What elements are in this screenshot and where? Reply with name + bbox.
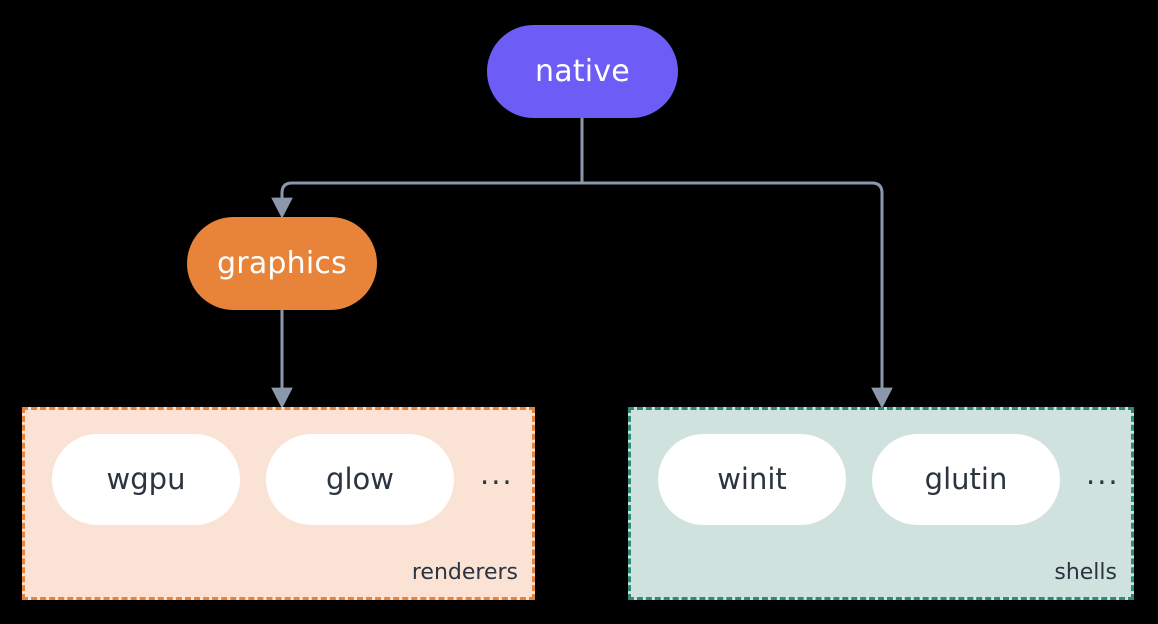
renderers-overflow-ellipsis: ... xyxy=(480,457,514,491)
leaf-glutin[interactable]: glutin xyxy=(872,434,1060,525)
edge-native-to-graphics xyxy=(271,181,584,219)
group-shells-label: shells xyxy=(1054,559,1117,585)
group-shells: winit glutin ... shells xyxy=(628,407,1134,600)
group-renderers-label: renderers xyxy=(411,559,518,585)
node-native-label: native xyxy=(535,53,630,89)
node-graphics[interactable]: graphics xyxy=(187,217,377,310)
group-renderers: wgpu glow ... renderers xyxy=(22,407,535,600)
node-native[interactable]: native xyxy=(487,25,678,118)
leaf-glow-label: glow xyxy=(326,462,394,496)
leaf-wgpu[interactable]: wgpu xyxy=(52,434,240,525)
shells-overflow-ellipsis: ... xyxy=(1086,457,1120,491)
node-graphics-label: graphics xyxy=(217,245,347,281)
leaf-glutin-label: glutin xyxy=(924,462,1008,496)
group-shells-items: winit glutin ... xyxy=(631,434,1131,525)
group-renderers-items: wgpu glow ... xyxy=(25,434,532,525)
leaf-winit[interactable]: winit xyxy=(658,434,846,525)
leaf-winit-label: winit xyxy=(717,462,787,496)
leaf-glow[interactable]: glow xyxy=(266,434,454,525)
edge-native-to-shells xyxy=(580,181,893,409)
leaf-wgpu-label: wgpu xyxy=(106,462,186,496)
